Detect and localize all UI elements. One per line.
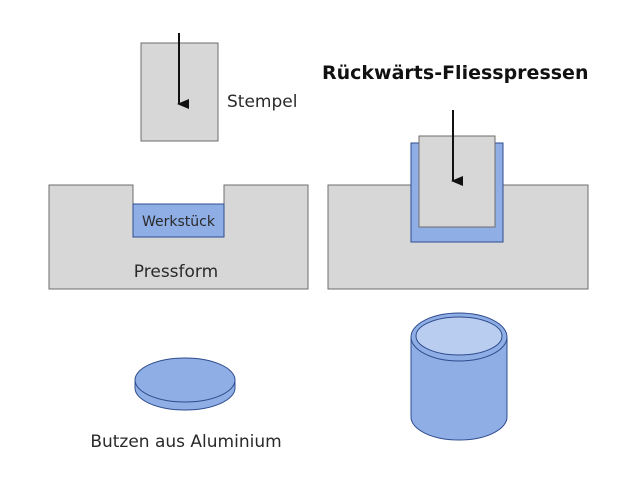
cup	[410, 312, 508, 441]
stempel-label: Stempel	[227, 92, 297, 112]
cup-rim-inner	[415, 316, 503, 356]
cup-body	[410, 336, 508, 441]
punch-inside	[418, 135, 496, 228]
left-setup: Stempel Werkstück Pressform	[48, 33, 309, 290]
pressform-label: Pressform	[134, 262, 218, 282]
right-setup: Rückwärts-Fliesspressen	[322, 62, 589, 290]
process-title: Rückwärts-Fliesspressen	[322, 62, 588, 84]
werkstueck-label: Werkstück	[142, 214, 216, 230]
workpiece	[132, 203, 225, 238]
butzen-label: Butzen aus Aluminium	[90, 432, 281, 452]
slug-top	[134, 357, 236, 403]
slug: Butzen aus Aluminium	[90, 357, 282, 452]
